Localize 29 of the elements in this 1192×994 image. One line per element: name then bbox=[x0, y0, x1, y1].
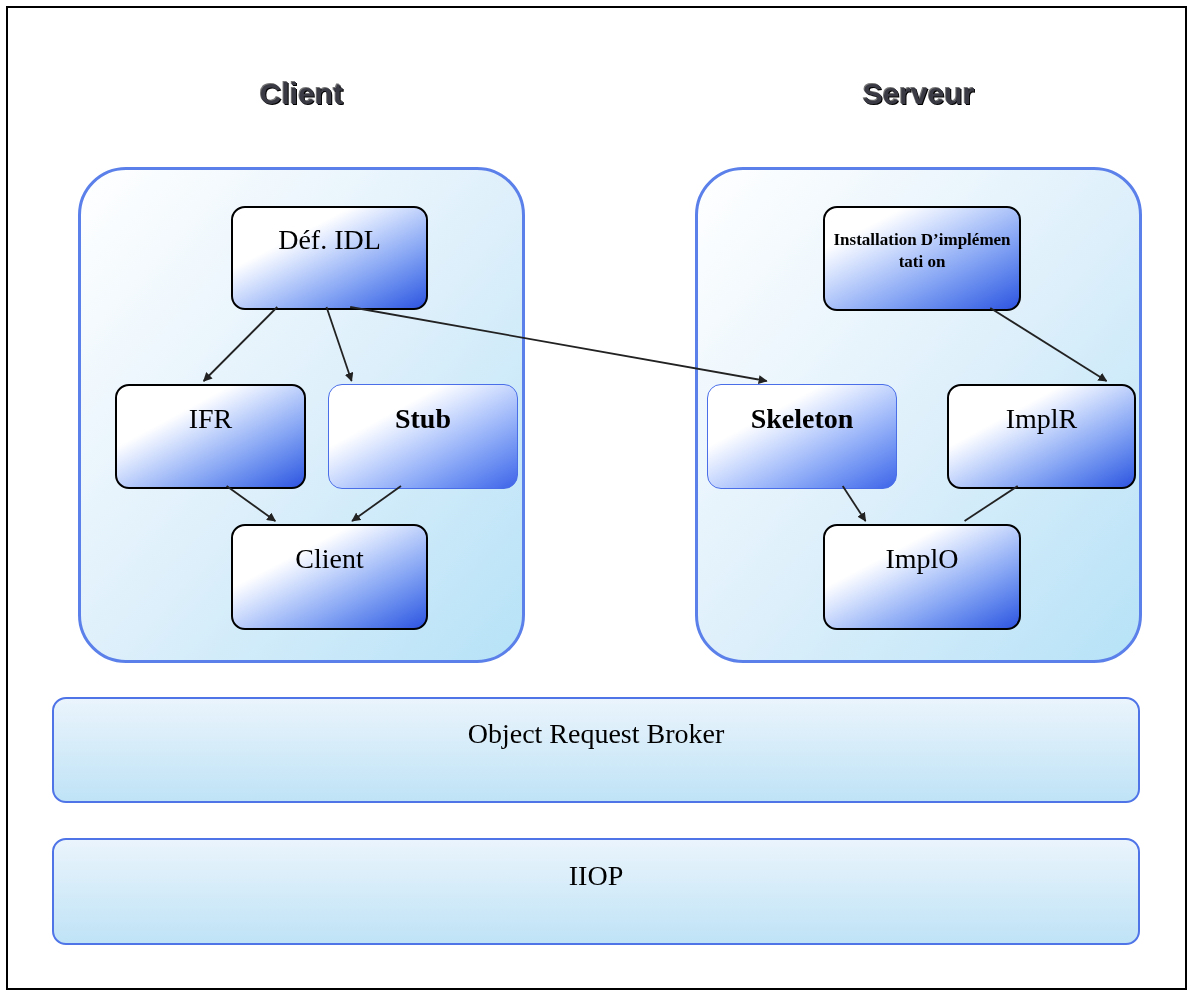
box-label: ImplO bbox=[885, 542, 959, 576]
box-label: Object Request Broker bbox=[467, 717, 725, 751]
component-box bbox=[115, 384, 306, 489]
component-box bbox=[231, 524, 428, 630]
component-box bbox=[707, 384, 897, 489]
component-box bbox=[328, 384, 518, 489]
component-box bbox=[947, 384, 1136, 489]
arrow bbox=[225, 485, 277, 522]
box-label: IIOP bbox=[568, 858, 624, 893]
box-label: Stub bbox=[394, 401, 451, 436]
box-label: Skeleton bbox=[750, 401, 854, 436]
arrow bbox=[349, 306, 768, 384]
group-heading: Client bbox=[259, 76, 344, 112]
box-label: Installation D’implémentati on bbox=[832, 228, 1012, 273]
box-label: Client bbox=[295, 542, 364, 576]
box-label: IFR bbox=[188, 401, 233, 436]
arrow bbox=[325, 306, 354, 382]
component-box bbox=[231, 206, 428, 310]
layer-band bbox=[52, 838, 1140, 945]
component-box bbox=[823, 206, 1021, 311]
box-label: ImplR bbox=[1005, 401, 1078, 436]
arrow bbox=[989, 307, 1108, 382]
layer-band bbox=[52, 697, 1140, 803]
arrow bbox=[351, 485, 402, 522]
component-box bbox=[823, 524, 1021, 630]
arrow bbox=[202, 306, 279, 382]
box-label: Déf. IDL bbox=[278, 223, 381, 257]
group-heading: Serveur bbox=[862, 76, 975, 112]
arrow bbox=[841, 485, 867, 522]
